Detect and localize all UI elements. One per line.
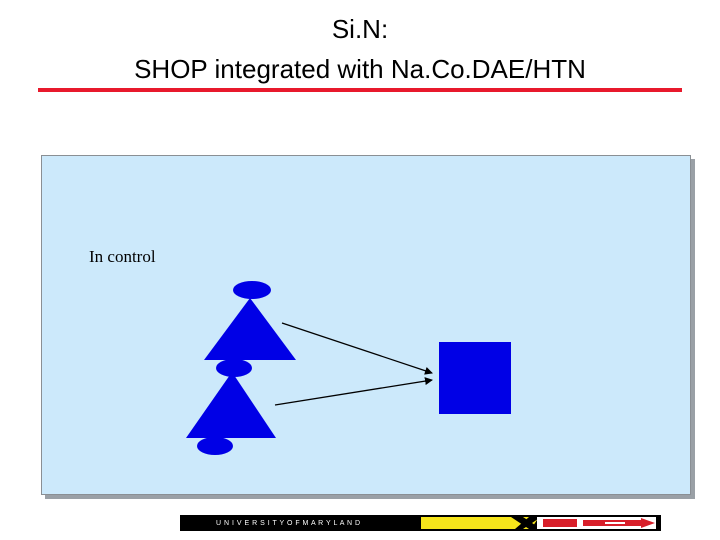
lower-task-top-node [216,359,252,377]
arrow-upper-to-box [281,322,433,375]
university-wordmark: U N I V E R S I T Y O F M A R Y L A N D [216,517,412,529]
university-footer-bar: U N I V E R S I T Y O F M A R Y L A N D [180,515,661,531]
lower-task-bottom-node [197,437,233,455]
university-wordmark-text: U N I V E R S I T Y O F M A R Y L A N D [216,519,361,527]
in-control-label: In control [89,247,156,266]
target-box [439,342,511,414]
upper-task-triangle [204,298,296,360]
slide-title-line-1: Si.N: [331,14,389,44]
maryland-flag-icon [419,516,658,530]
slide-title-line-2: SHOP integrated with Na.Co.DAE/HTN [134,54,586,84]
title-underline [38,88,682,92]
diagram-panel [41,155,691,495]
upper-task-top-node [233,281,271,299]
arrow-lower-to-box [274,377,433,406]
lower-task-triangle [186,372,276,438]
